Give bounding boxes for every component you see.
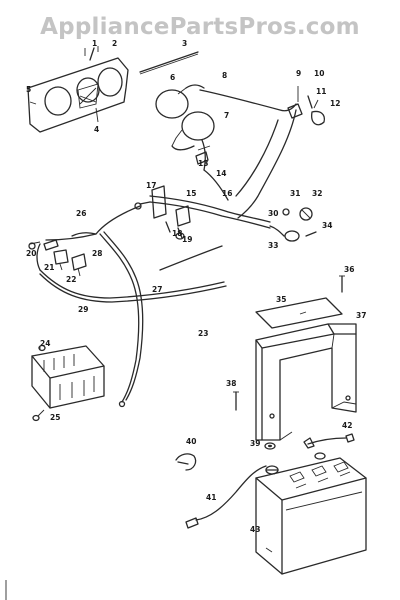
battery — [255, 452, 367, 575]
callout-label-11: 11 — [316, 87, 326, 96]
callout-label-13: 13 — [198, 159, 208, 168]
callout-label-28: 28 — [92, 249, 102, 258]
bolt-38 — [233, 391, 239, 411]
callout-label-20: 20 — [26, 249, 36, 258]
callout-label-27: 27 — [152, 285, 162, 294]
central-harness — [134, 185, 271, 240]
callout-label-19: 19 — [182, 235, 192, 244]
callout-label-40: 40 — [186, 437, 196, 446]
callout-label-26: 26 — [76, 209, 86, 218]
callout-label-16: 16 — [222, 189, 232, 198]
callout-label-2: 2 — [112, 39, 117, 48]
callout-label-37: 37 — [356, 311, 366, 320]
sensor-cluster — [269, 207, 317, 242]
bolt-36 — [339, 275, 345, 293]
callout-label-10: 10 — [314, 69, 324, 78]
callout-label-24: 24 — [40, 339, 50, 348]
callout-label-5: 5 — [26, 85, 31, 94]
callout-label-14: 14 — [216, 169, 226, 178]
watermark-text: AppliancePartsPros.com — [40, 14, 360, 40]
wire-14 — [203, 169, 229, 201]
callout-label-25: 25 — [50, 413, 60, 422]
instrument-panel — [27, 46, 129, 133]
callout-label-17: 17 — [146, 181, 156, 190]
callout-label-31: 31 — [290, 189, 300, 198]
cable-41 — [185, 465, 267, 529]
nut-39 — [264, 442, 276, 450]
wire-connector — [195, 139, 211, 171]
callout-label-36: 36 — [344, 265, 354, 274]
callout-label-29: 29 — [78, 305, 88, 314]
gauge — [155, 84, 205, 119]
voltage-regulator — [31, 344, 105, 422]
callout-label-1: 1 — [92, 39, 97, 48]
callout-label-4: 4 — [94, 125, 99, 134]
gauge-with-harness — [171, 111, 215, 151]
callout-label-43: 43 — [250, 525, 260, 534]
callout-label-3: 3 — [182, 39, 187, 48]
battery-bracket — [255, 323, 357, 441]
callout-label-8: 8 — [222, 71, 227, 80]
battery-plate — [255, 297, 343, 329]
callout-label-35: 35 — [276, 295, 286, 304]
callout-label-34: 34 — [322, 221, 332, 230]
wire-harness — [199, 89, 297, 112]
ignition-switch — [287, 86, 326, 126]
callout-label-7: 7 — [224, 111, 229, 120]
relay-and-connectors — [28, 239, 87, 277]
callout-label-42: 42 — [342, 421, 352, 430]
callout-label-9: 9 — [296, 69, 301, 78]
rod-part — [139, 51, 199, 75]
callout-label-32: 32 — [312, 189, 322, 198]
main-harness-upper — [237, 109, 297, 219]
callout-label-6: 6 — [170, 73, 175, 82]
lower-harness — [36, 205, 227, 408]
callout-label-38: 38 — [226, 379, 236, 388]
callout-label-12: 12 — [330, 99, 340, 108]
callout-label-18: 18 — [172, 229, 182, 238]
callout-label-30: 30 — [268, 209, 278, 218]
callout-label-41: 41 — [206, 493, 216, 502]
callout-label-23: 23 — [198, 329, 208, 338]
callout-label-21: 21 — [44, 263, 54, 272]
callout-label-15: 15 — [186, 189, 196, 198]
main-harness-branch — [235, 119, 279, 197]
callout-label-22: 22 — [66, 275, 76, 284]
cable-42 — [303, 433, 355, 449]
callout-label-33: 33 — [268, 241, 278, 250]
callout-label-39: 39 — [250, 439, 260, 448]
terminal-40 — [175, 453, 197, 471]
